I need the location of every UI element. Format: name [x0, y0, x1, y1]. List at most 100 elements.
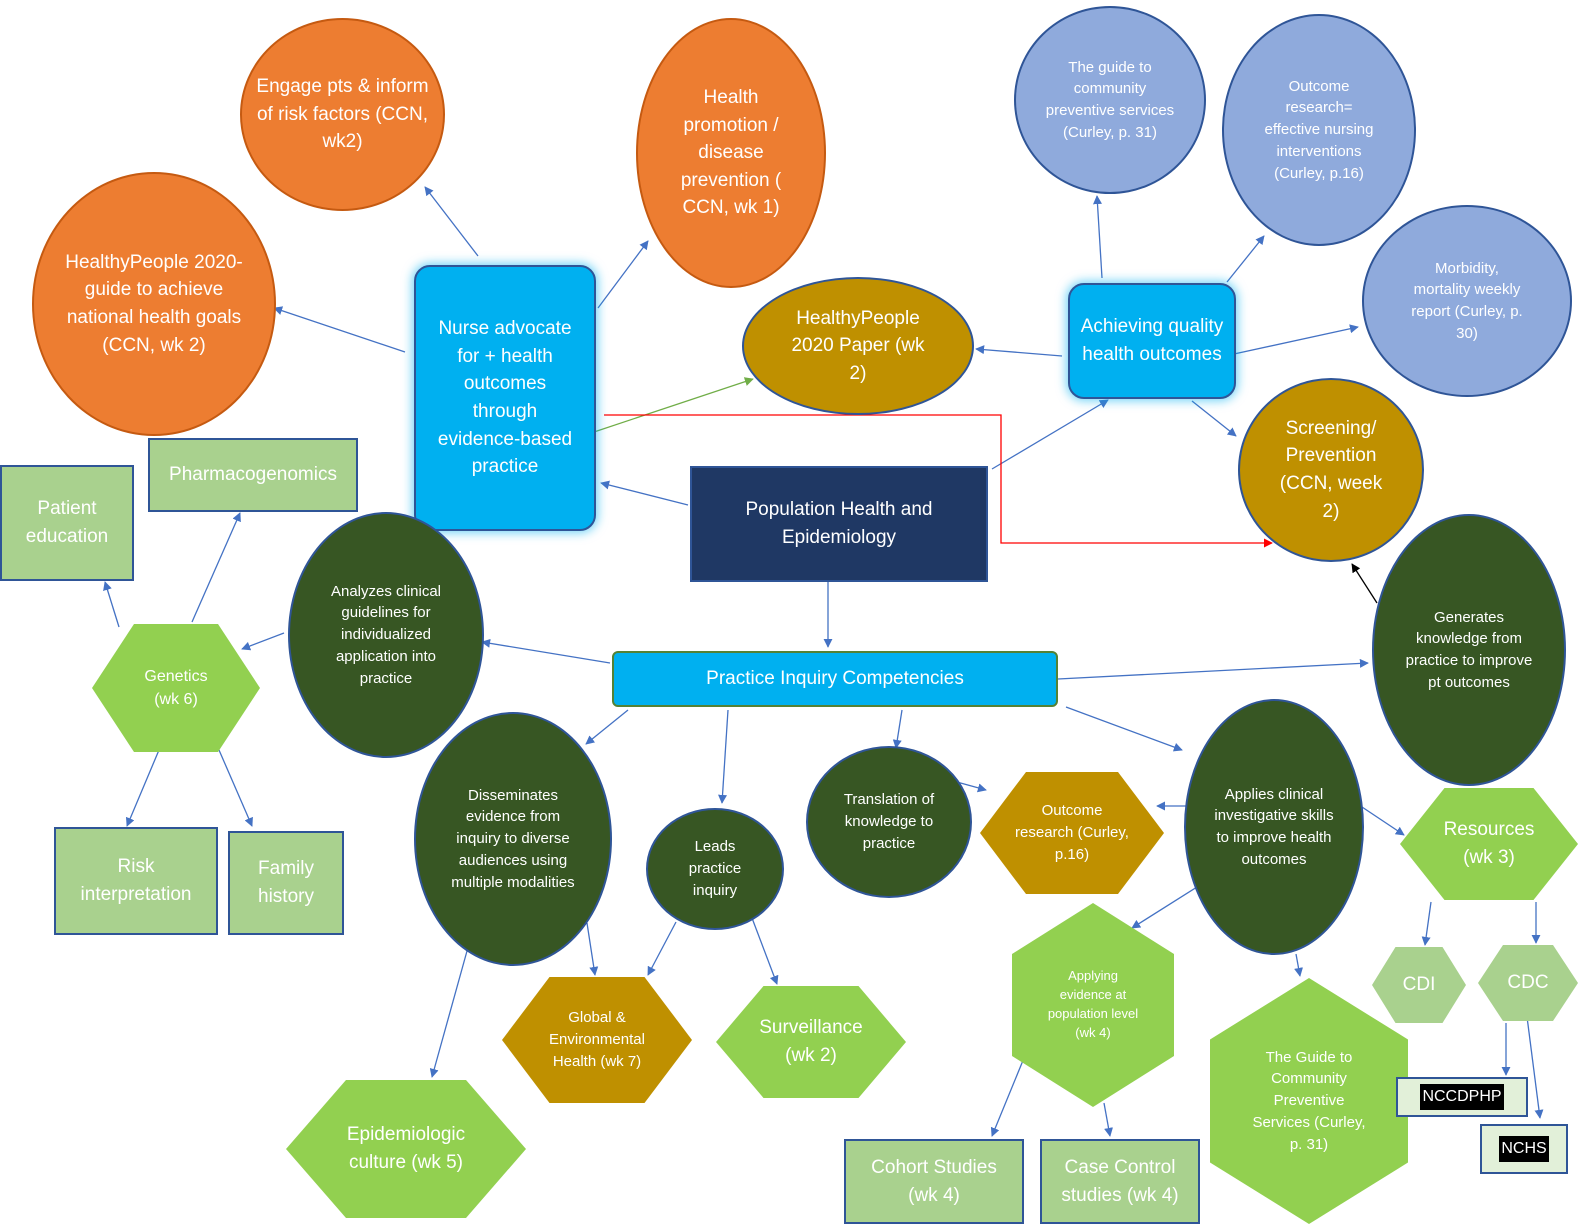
screening-node[interactable]: Screening/ Prevention (CCN, week 2)	[1238, 378, 1424, 562]
nurse-advocate-node[interactable]: Nurse advocate for + health outcomes thr…	[414, 265, 596, 531]
achieving-quality-label: Achieving quality health outcomes	[1080, 316, 1224, 365]
applies-node[interactable]: Applies clinical investigative skills to…	[1184, 699, 1364, 955]
engage-label: Engage pts & inform of risk factors (CCN…	[256, 76, 429, 153]
edge-analyzes-genetics	[241, 632, 285, 651]
edge-nurse-promotion	[597, 240, 649, 309]
edge-nurse-screening	[604, 414, 1273, 548]
genetics-label: Genetics (wk 6)	[144, 667, 208, 708]
leads-label: Leads practice inquiry	[688, 838, 742, 899]
edge-applies-applying	[1131, 886, 1198, 929]
edge-practice-analyzes	[481, 638, 611, 664]
surveillance-label: Surveillance (wk 2)	[759, 1017, 863, 1066]
edge-genetics-family	[218, 749, 253, 827]
cohort-studies-node[interactable]: Cohort Studies (wk 4)	[844, 1139, 1024, 1224]
population-health-label: Population Health and Epidemiology	[745, 499, 933, 548]
outcome-research-blue-node[interactable]: Outcome research= effective nursing inte…	[1222, 14, 1416, 246]
global-environmental-label: Global & Environmental Health (wk 7)	[549, 1009, 645, 1070]
pharmacogenomics-node[interactable]: Pharmacogenomics	[148, 438, 358, 512]
edge-leads-global	[647, 921, 677, 976]
patient-education-node[interactable]: Patient education	[0, 465, 134, 581]
applying-evidence-node[interactable]: Applying evidence at population level (w…	[1012, 903, 1174, 1107]
guide-community-hex-label: The Guide to Community Preventive Servic…	[1252, 1048, 1366, 1153]
analyzes-label: Analyzes clinical guidelines for individ…	[330, 582, 442, 687]
edge-genetics-education	[103, 581, 120, 628]
screening-label: Screening/ Prevention (CCN, week 2)	[1279, 417, 1383, 522]
guide-community-node[interactable]: The guide to community preventive servic…	[1014, 6, 1206, 194]
outcome-research-blue-label: Outcome research= effective nursing inte…	[1264, 77, 1374, 182]
leads-node[interactable]: Leads practice inquiry	[646, 808, 784, 930]
edge-leads-surveillance	[751, 917, 779, 985]
healthypeople-paper-label: HealthyPeople 2020 Paper (wk 2)	[791, 307, 925, 384]
edge-achieving-guide	[1093, 195, 1103, 279]
edge-practice-leads	[718, 709, 729, 804]
generates-label: Generates knowledge from practice to imp…	[1405, 608, 1533, 691]
risk-interpretation-node[interactable]: Risk interpretation	[54, 827, 218, 935]
disseminates-label: Disseminates evidence from inquiry to di…	[451, 786, 575, 891]
guide-community-label: The guide to community preventive servic…	[1045, 58, 1175, 141]
nchs-node[interactable]: NCHS	[1480, 1124, 1568, 1174]
cdi-label: CDI	[1402, 974, 1436, 996]
applies-label: Applies clinical investigative skills to…	[1214, 785, 1334, 868]
risk-interpretation-label: Risk interpretation	[80, 856, 192, 905]
healthypeople-guide-label: HealthyPeople 2020- guide to achieve nat…	[65, 251, 243, 356]
healthypeople-guide-node[interactable]: HealthyPeople 2020- guide to achieve nat…	[32, 172, 276, 436]
disseminates-node[interactable]: Disseminates evidence from inquiry to di…	[414, 712, 612, 966]
nchs-label: NCHS	[1499, 1136, 1549, 1162]
edge-nurse-engage	[424, 186, 479, 257]
edge-applies-resources	[1361, 806, 1405, 836]
outcome-research-hex-label: Outcome research (Curley, p.16)	[1015, 802, 1129, 863]
edge-practice-generates	[1057, 658, 1369, 680]
edge-achieving-screening	[1191, 400, 1237, 437]
family-history-label: Family history	[258, 858, 314, 907]
edge-nurse-paper	[593, 377, 754, 433]
edge-achieving-paper	[975, 345, 1063, 357]
edge-achieving-morbidity	[1233, 324, 1359, 355]
edge-applies-guidehex	[1294, 953, 1303, 977]
translation-label: Translation of knowledge to practice	[843, 791, 935, 852]
edge-applying-case	[1103, 1102, 1113, 1137]
nccdphp-label: NCCDPHP	[1420, 1084, 1504, 1110]
morbidity-node[interactable]: Morbidity, mortality weekly report (Curl…	[1362, 205, 1572, 397]
nurse-advocate-label: Nurse advocate for + health outcomes thr…	[437, 318, 573, 478]
morbidity-label: Morbidity, mortality weekly report (Curl…	[1411, 259, 1523, 342]
edge-disseminates-global	[586, 922, 599, 976]
edge-genetics-pharma	[191, 512, 241, 623]
population-health-node[interactable]: Population Health and Epidemiology	[690, 466, 988, 582]
edge-practice-translation	[892, 709, 903, 749]
practice-inquiry-label: Practice Inquiry Competencies	[706, 668, 964, 690]
practice-inquiry-node[interactable]: Practice Inquiry Competencies	[612, 651, 1058, 707]
patient-education-label: Patient education	[25, 498, 109, 547]
cohort-studies-label: Cohort Studies (wk 4)	[871, 1156, 997, 1206]
generates-node[interactable]: Generates knowledge from practice to imp…	[1372, 514, 1566, 786]
cdc-label: CDC	[1507, 972, 1549, 994]
edge-disseminates-epi	[429, 950, 468, 1078]
edge-generates-screening	[1351, 563, 1378, 604]
translation-node[interactable]: Translation of knowledge to practice	[806, 746, 972, 898]
guide-community-hex-node[interactable]: The Guide to Community Preventive Servic…	[1210, 978, 1408, 1224]
edge-population-achieving	[991, 399, 1109, 470]
global-environmental-node[interactable]: Global & Environmental Health (wk 7)	[502, 977, 692, 1103]
edge-nurse-healthypeople	[273, 306, 406, 353]
achieving-quality-node[interactable]: Achieving quality health outcomes	[1068, 283, 1236, 399]
edge-genetics-risk	[125, 749, 160, 827]
edge-resources-cdi	[1421, 901, 1432, 946]
health-promotion-node[interactable]: Health promotion / disease prevention ( …	[636, 18, 826, 288]
analyzes-node[interactable]: Analyzes clinical guidelines for individ…	[288, 512, 484, 758]
family-history-node[interactable]: Family history	[228, 831, 344, 935]
edge-practice-disseminates	[585, 709, 629, 745]
case-control-node[interactable]: Case Control studies (wk 4)	[1040, 1139, 1200, 1224]
healthypeople-paper-node[interactable]: HealthyPeople 2020 Paper (wk 2)	[742, 277, 974, 415]
edge-population-nurse	[600, 480, 689, 506]
edge-applying-cohort	[990, 1057, 1025, 1137]
epidemiologic-culture-label: Epidemiologic culture (wk 5)	[346, 1124, 466, 1173]
pharmacogenomics-label: Pharmacogenomics	[169, 464, 337, 486]
health-promotion-label: Health promotion / disease prevention ( …	[680, 87, 782, 219]
edge-cdc-nchs	[1525, 1008, 1544, 1119]
epidemiologic-culture-node[interactable]: Epidemiologic culture (wk 5)	[286, 1080, 526, 1218]
nccdphp-node[interactable]: NCCDPHP	[1396, 1077, 1528, 1117]
applying-evidence-label: Applying evidence at population level (w…	[1047, 968, 1139, 1040]
engage-node[interactable]: Engage pts & inform of risk factors (CCN…	[240, 18, 445, 211]
edge-achieving-outcome	[1226, 235, 1265, 283]
resources-label: Resources (wk 3)	[1443, 819, 1535, 868]
